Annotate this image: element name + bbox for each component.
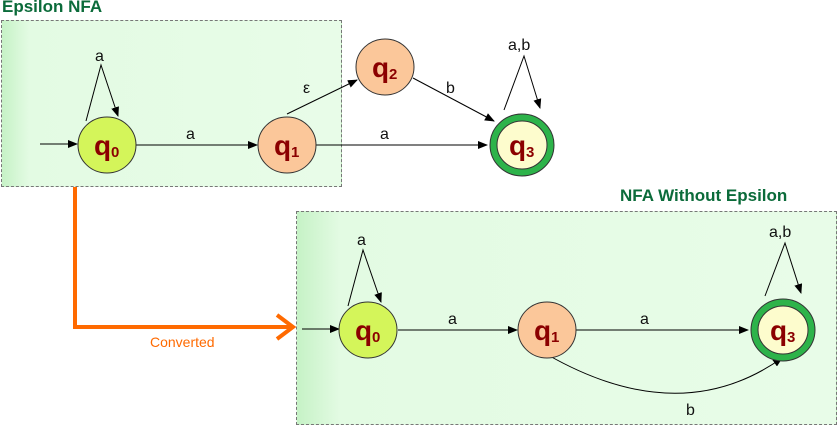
d1-state-q2: q 2 xyxy=(355,38,415,96)
svg-text:1: 1 xyxy=(291,144,299,161)
svg-text:3: 3 xyxy=(526,144,534,161)
d1-label-q0-q1: a xyxy=(186,126,195,143)
svg-text:2: 2 xyxy=(389,66,397,83)
d1-state-q3: q 3 xyxy=(489,113,555,177)
svg-text:q: q xyxy=(509,130,526,161)
d1-edge-q2-q3 xyxy=(412,77,495,122)
svg-text:1: 1 xyxy=(551,329,559,346)
d2-edge-q3-q3 xyxy=(764,241,803,297)
d1-label-q2-q3: b xyxy=(446,80,455,97)
d2-label-q0-q1: a xyxy=(448,311,457,328)
d2-label-q0-q0: a xyxy=(357,232,366,249)
nfa-without-epsilon-title: NFA Without Epsilon xyxy=(620,186,788,205)
d1-label-q1-q2: ε xyxy=(303,80,310,97)
svg-text:q: q xyxy=(355,315,372,346)
d1-state-q0: q 0 xyxy=(77,116,137,174)
svg-text:q: q xyxy=(94,130,111,161)
d1-label-q0-q0: a xyxy=(95,48,104,65)
d2-label-q1-q3-b: b xyxy=(686,402,695,419)
svg-text:q: q xyxy=(372,52,389,83)
d2-state-q1: q 1 xyxy=(517,301,577,359)
d1-edge-q0-q0 xyxy=(85,63,119,122)
svg-text:q: q xyxy=(770,315,787,346)
d2-edge-q1-q3-b xyxy=(547,354,783,394)
svg-text:q: q xyxy=(534,315,551,346)
d1-label-q3-q3: a,b xyxy=(508,37,530,54)
converted-connector: Converted xyxy=(73,187,297,350)
svg-text:0: 0 xyxy=(111,144,119,161)
d2-label-q3-q3: a,b xyxy=(769,224,791,241)
svg-text:0: 0 xyxy=(372,329,380,346)
d1-state-q1: q 1 xyxy=(257,116,317,174)
d1-edge-q1-q2 xyxy=(286,79,358,115)
d2-edge-q0-q0 xyxy=(347,248,382,307)
d2-state-q0: q 0 xyxy=(338,301,398,359)
d1-label-q1-q3: a xyxy=(380,126,389,143)
epsilon-nfa-title: Epsilon NFA xyxy=(2,0,103,16)
converted-label: Converted xyxy=(150,334,215,350)
d2-edges: a a a b a,b xyxy=(302,224,803,419)
d1-edges: a a ε b a a,b xyxy=(40,37,542,149)
svg-text:q: q xyxy=(274,130,291,161)
d2-label-q1-q3: a xyxy=(640,311,649,328)
d1-edge-q3-q3 xyxy=(503,54,542,111)
svg-text:3: 3 xyxy=(787,329,795,346)
d2-state-q3: q 3 xyxy=(750,298,816,362)
